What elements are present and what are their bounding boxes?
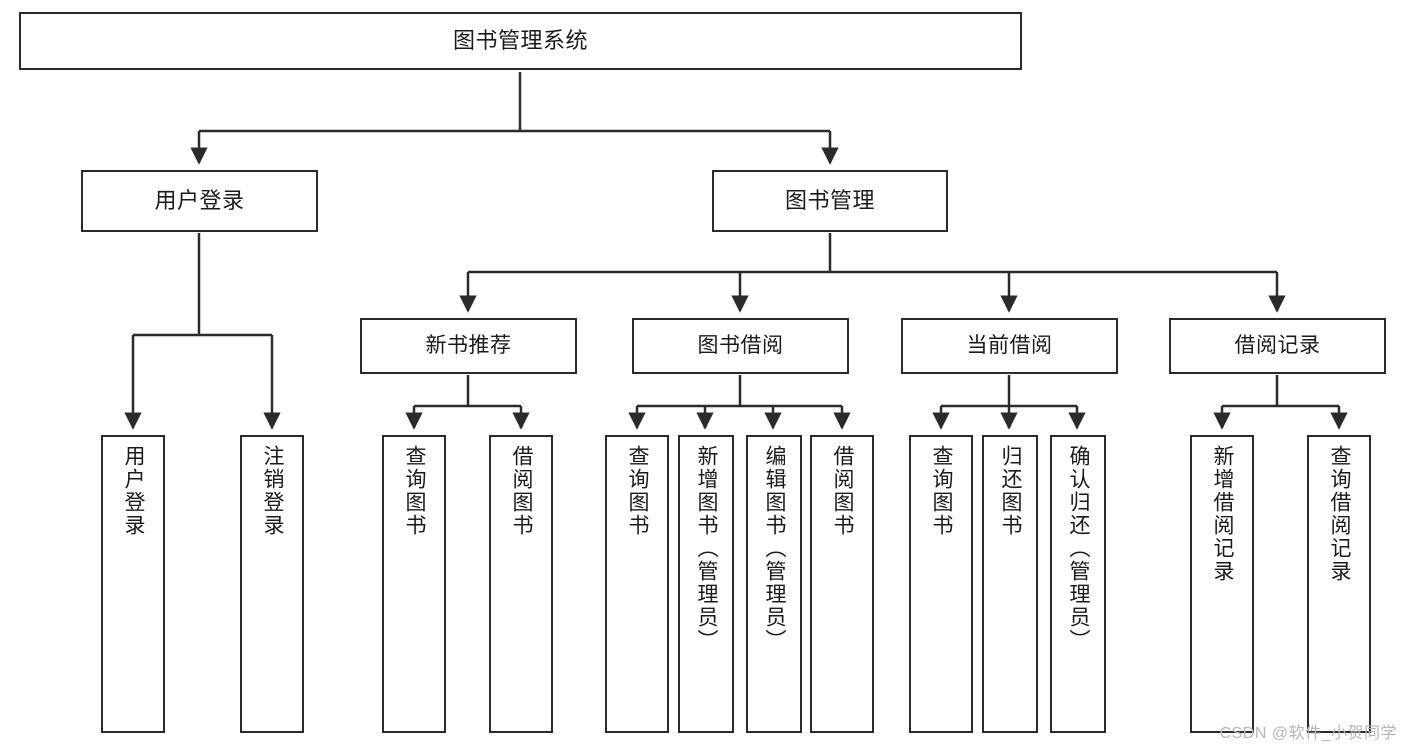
node-leaf-add-borrow-record[interactable]: 新增借阅记录 [1190,435,1254,733]
node-book-borrow[interactable]: 图书借阅 [632,318,849,374]
node-borrow-record[interactable]: 借阅记录 [1169,318,1386,374]
node-current-borrow[interactable]: 当前借阅 [901,318,1118,374]
csdn-watermark: CSDN @软件_小贺同学 [1219,725,1397,742]
node-user-login[interactable]: 用户登录 [81,170,318,232]
node-book-manage[interactable]: 图书管理 [712,170,948,232]
node-leaf-query-book-borrow[interactable]: 查询图书 [605,435,669,733]
node-new-book-recommend[interactable]: 新书推荐 [360,318,577,374]
node-label: 图书管理系统 [452,27,588,53]
node-label: 注销登录 [261,445,285,537]
node-label: 用户登录 [122,445,146,537]
node-label: 新书推荐 [425,334,512,358]
node-label: 借阅图书 [831,445,855,537]
node-leaf-return-book[interactable]: 归还图书 [982,435,1038,733]
node-leaf-borrow-book-recommend[interactable]: 借阅图书 [489,435,553,733]
node-label: 查询图书 [403,445,427,537]
node-label: 新增借阅记录 [1211,445,1235,583]
node-label: 查询图书 [930,445,954,537]
node-leaf-query-book-current[interactable]: 查询图书 [909,435,973,733]
node-leaf-confirm-return-admin[interactable]: 确认归还（管理员） [1050,435,1106,733]
node-label: 归还图书 [999,445,1023,537]
node-leaf-logout-login[interactable]: 注销登录 [240,435,304,733]
node-label: 当前借阅 [966,334,1053,358]
node-label: 图书借阅 [697,334,784,358]
node-label: 新增图书（管理员） [695,445,719,652]
node-leaf-borrow-book[interactable]: 借阅图书 [810,435,874,733]
node-label: 编辑图书（管理员） [763,445,787,652]
node-leaf-user-login[interactable]: 用户登录 [101,435,165,733]
node-label: 查询借阅记录 [1328,445,1352,583]
node-label: 图书管理 [784,187,875,213]
node-label: 确认归还（管理员） [1067,445,1091,652]
node-label: 查询图书 [626,445,650,537]
node-leaf-edit-book-admin[interactable]: 编辑图书（管理员） [746,435,802,733]
node-label: 借阅图书 [510,445,534,537]
node-root-book-management-system[interactable]: 图书管理系统 [19,12,1022,70]
node-leaf-query-book-recommend[interactable]: 查询图书 [382,435,446,733]
node-leaf-query-borrow-record[interactable]: 查询借阅记录 [1307,435,1371,733]
node-leaf-add-book-admin[interactable]: 新增图书（管理员） [678,435,734,733]
node-label: 借阅记录 [1234,334,1321,358]
node-label: 用户登录 [154,187,245,213]
